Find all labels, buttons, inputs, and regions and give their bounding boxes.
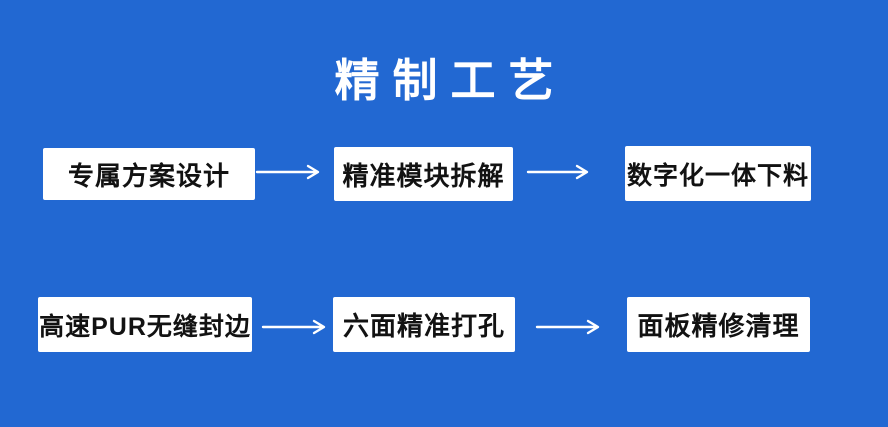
process-step-label: 高速PUR无缝封边: [39, 312, 251, 341]
process-step-box: 精准模块拆解: [334, 147, 513, 201]
process-step-box: 专属方案设计: [43, 148, 255, 200]
arrow-right-icon: [535, 317, 601, 337]
arrow-right-icon: [526, 162, 590, 182]
process-step-label: 六面精准打孔: [342, 311, 505, 341]
process-step-box: 面板精修清理: [627, 297, 810, 352]
arrow-right-icon: [261, 317, 327, 337]
process-step-box: 高速PUR无缝封边: [38, 297, 252, 352]
process-step-label: 数字化一体下料: [626, 161, 809, 190]
process-step-box: 数字化一体下料: [625, 146, 811, 201]
process-step-label: 专属方案设计: [67, 160, 230, 191]
process-step-label: 精准模块拆解: [342, 160, 505, 191]
process-step-label: 面板精修清理: [637, 311, 800, 341]
arrow-right-icon: [255, 162, 321, 182]
page-title: 精制工艺: [334, 55, 567, 106]
process-step-box: 六面精准打孔: [333, 297, 515, 352]
